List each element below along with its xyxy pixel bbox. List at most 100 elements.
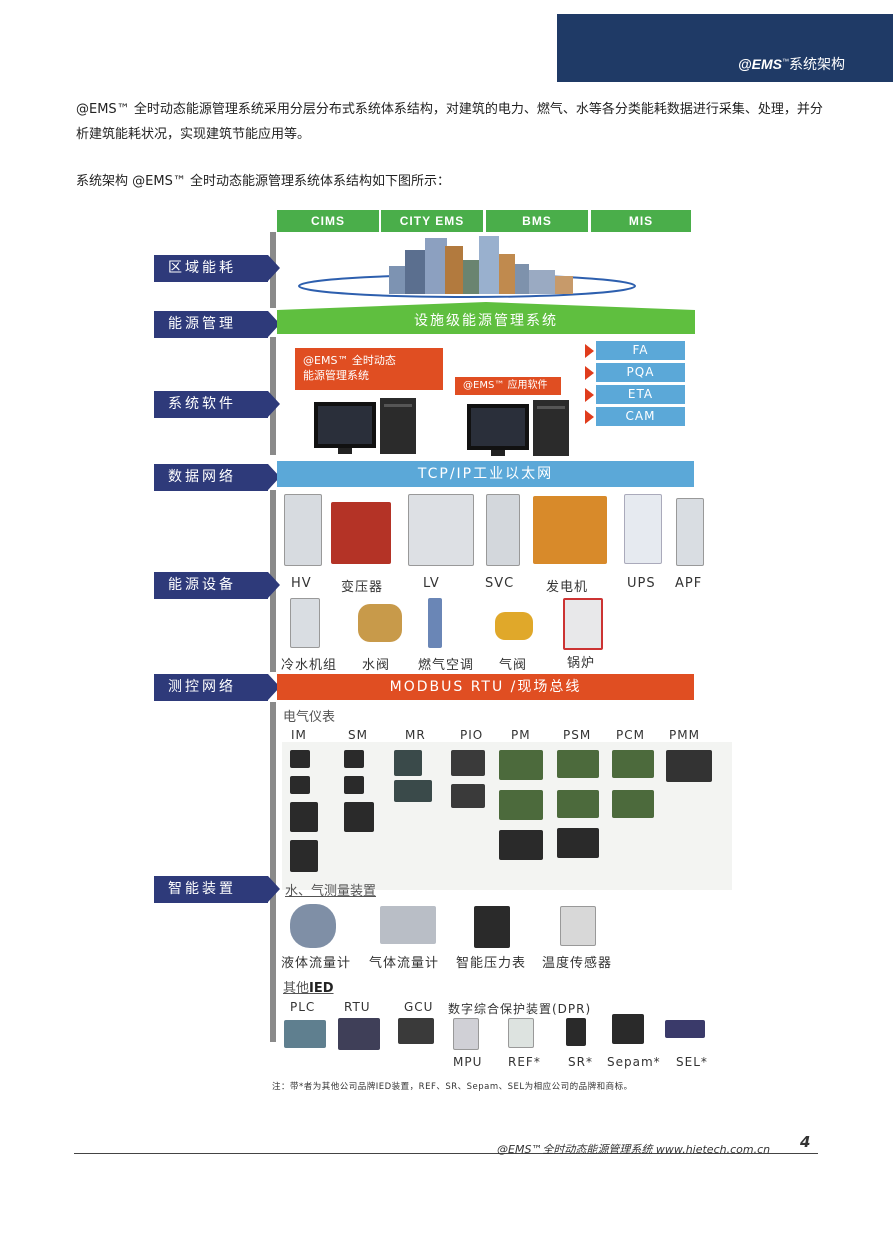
ref-image [508,1018,534,1048]
other-ied-title-b: IED [309,981,334,996]
chiller-image [290,598,320,648]
page-number: 4 [800,1133,811,1151]
arrow-icon [585,344,594,358]
ied-label: SEL* [676,1055,708,1069]
svc-cabinet-image [486,494,520,566]
equipment-label: APF [675,576,703,591]
meter-label: PIO [460,728,484,742]
facility-bar-shape [277,302,695,334]
layer-label-management: 能源管理 [154,311,280,338]
sepam-image [612,1014,644,1044]
ems-box-line2: 能源管理系统 [303,369,369,382]
footer-text: @EMS™全时动态能源管理系统 www.hietech.com.cn [497,1143,771,1156]
other-ied-title-a: 其他 [283,981,310,996]
meter-image [344,750,364,768]
meter-label: PMM [669,728,700,742]
equipment-label: 锅炉 [567,656,596,671]
meter-image [290,840,318,872]
layer-label-equipment: 能源设备 [154,572,280,599]
rtu-image [338,1018,380,1050]
header-tm: ™ [782,58,789,66]
meter-image [451,750,485,776]
intro-paragraph: @EMS™ 全时动态能源管理系统采用分层分布式系统体系结构，对建筑的电力、燃气、… [76,102,823,142]
equipment-label: LV [423,576,440,591]
equipment-label: 发电机 [546,580,589,595]
layer-label-control-network: 测控网络 [154,674,280,701]
meter-image [499,790,543,820]
ied-label: Sepam* [607,1055,661,1069]
plc-image [284,1020,326,1048]
hv-cabinet-image [284,494,322,566]
boiler-image [563,598,603,650]
meter-image [666,750,712,782]
layer-label-regional: 区域能耗 [154,255,280,282]
apf-image [676,498,704,566]
meters-title: 电气仪表 [283,710,336,725]
computer-icon [314,398,416,454]
app-fa: FA [596,341,685,360]
mpu-image [453,1018,479,1050]
meter-image [290,802,318,832]
transformer-image [331,502,391,564]
arrow-icon [585,388,594,402]
water-gas-label: 气体流量计 [369,956,440,971]
layer-divider [270,702,276,1042]
equipment-label: UPS [627,576,656,591]
meter-label: PSM [563,728,592,742]
tab-mis: MIS [591,210,691,232]
gcu-image [398,1018,434,1044]
meter-image [557,750,599,778]
ied-label: MPU [453,1055,483,1069]
header-section: 系统架构 [789,56,845,72]
arrow-icon [585,410,594,424]
footnote: 注：带*者为其他公司品牌IED装置，REF、SR、Sepam、SEL为相应公司的… [272,1082,633,1092]
ied-label: 数字综合保护装置(DPR) [448,1002,592,1016]
ied-label: RTU [344,1000,371,1014]
gas-flowmeter-image [380,906,436,944]
temp-sensor-image [560,906,596,946]
footer-rule [74,1153,818,1154]
app-eta: ETA [596,385,685,404]
meter-label: IM [291,728,307,742]
equipment-label: 燃气空调 [418,658,475,673]
other-ied-title: 其他IED [283,977,334,996]
equipment-label: HV [291,576,312,591]
app-pqa: PQA [596,363,685,382]
tcp-ip-bar: TCP/IP工业以太网 [277,461,694,487]
ied-label: SR* [568,1055,593,1069]
water-gas-label: 温度传感器 [542,956,613,971]
equipment-label: 冷水机组 [281,658,338,673]
equipment-label: 变压器 [341,580,384,595]
meter-image [394,750,422,776]
meter-image [499,830,543,860]
meter-image [394,780,432,802]
equipment-label: 气阀 [499,658,528,673]
computer-icon [467,400,569,456]
lv-cabinet-image [408,494,474,566]
layer-label-smart: 智能装置 [154,876,280,903]
meter-image [290,776,310,794]
layer-label-software: 系统软件 [154,391,280,418]
tab-bms: BMS [486,210,588,232]
meter-image [499,750,543,780]
gas-ac-image [428,598,442,648]
equipment-label: SVC [485,576,515,591]
ied-label: GCU [404,1000,434,1014]
water-valve-image [358,604,402,642]
meter-image [290,750,310,768]
meter-image [612,790,654,818]
app-cam: CAM [596,407,685,426]
meter-image [451,784,485,808]
city-illustration [298,236,636,298]
sr-image [566,1018,586,1046]
meter-image [344,776,364,794]
modbus-bar: MODBUS RTU /现场总线 [277,674,694,700]
meter-image [557,828,599,858]
meter-image [557,790,599,818]
meter-image [344,802,374,832]
ems-box-line1: @EMS™ 全时动态 [303,354,396,367]
arrow-icon [585,366,594,380]
ied-label: PLC [290,1000,316,1014]
meter-label: MR [405,728,426,742]
water-gas-title: 水、气测量装置 [285,884,377,899]
